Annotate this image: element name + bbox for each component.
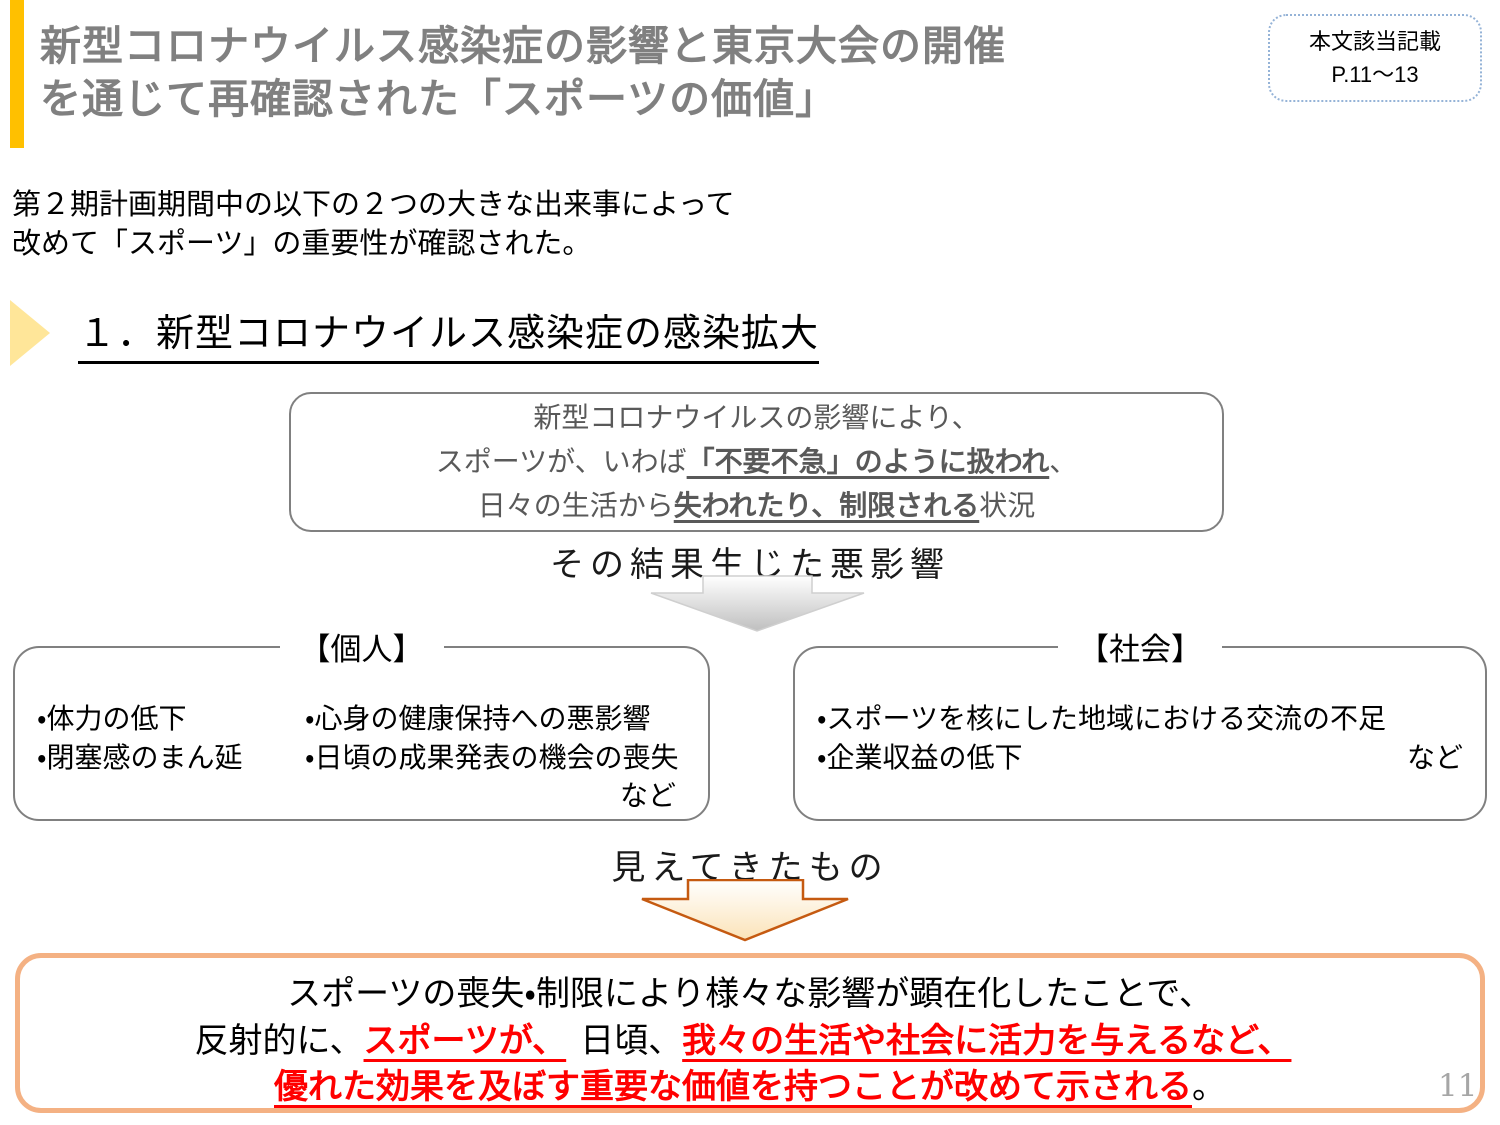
society-box-content: ・スポーツを核にした地域における交流の不足 ・企業収益の低下 など (817, 700, 1463, 777)
society-box-label: 【社会】 (1058, 624, 1222, 669)
individual-box-content: ・体力の低下 ・閉塞感のまん延 ・心身の健康保持への悪影響 ・日頃の成果発表の機… (37, 700, 686, 816)
individual-impacts-box: 【個人】 ・体力の低下 ・閉塞感のまん延 ・心身の健康保持への悪影響 ・日頃の成… (13, 624, 710, 821)
individual-columns: ・体力の低下 ・閉塞感のまん延 ・心身の健康保持への悪影響 ・日頃の成果発表の機… (37, 700, 686, 777)
individual-item: ・体力の低下 (37, 703, 187, 734)
individual-col1: ・体力の低下 ・閉塞感のまん延 (37, 700, 305, 777)
individual-col2: ・心身の健康保持への悪影響 ・日頃の成果発表の機会の喪失 (305, 700, 679, 777)
down-arrow-orange-icon (641, 879, 849, 942)
intro-text: 第２期計画期間中の以下の２つの大きな出来事によって 改めて「スポーツ」の重要性が… (12, 186, 735, 264)
conclusion-box: スポーツの喪失・制限により様々な影響が顕在化したことで、 反射的に、スポーツが、… (15, 953, 1485, 1113)
conclusion-line2: 反射的に、スポーツが、日頃、我々の生活や社会に活力を与えるなど、 (20, 1018, 1480, 1065)
impact-line3: 日々の生活から失われたり、制限される状況 (478, 484, 1036, 528)
intro-line1: 第２期計画期間中の以下の２つの大きな出来事によって (12, 189, 735, 221)
impact-line3-bold: 失われたり、制限される (673, 490, 980, 522)
reference-note-line1: 本文該当記載 (1308, 29, 1441, 54)
section1-heading-text: １．新型コロナウイルス感染症の感染拡大 (78, 302, 820, 364)
section1-heading: １．新型コロナウイルス感染症の感染拡大 (10, 300, 820, 366)
page-number: 11 (1438, 1068, 1478, 1104)
conclusion-line2-black1: 反射的に、 (194, 1021, 364, 1060)
conclusion-line1: スポーツの喪失・制限により様々な影響が顕在化したことで、 (287, 975, 1213, 1013)
conclusion-line3-black: 。 (1192, 1068, 1226, 1107)
society-etc: など (1406, 741, 1463, 773)
impact-line2-bold: 「不要不急」のように扱われ (686, 445, 1050, 477)
page-title: 新型コロナウイルス感染症の影響と東京大会の開催 を通じて再確認された「スポーツの… (40, 20, 1230, 127)
conclusion-line2-red1: スポーツが、 (363, 1021, 567, 1060)
impact-line2-pre: スポーツが、いわば (435, 445, 687, 477)
down-arrow-gray-icon (650, 575, 865, 632)
impact-line3-post: 状況 (979, 490, 1036, 522)
society-item: ・企業収益の低下 (817, 741, 1023, 773)
individual-item: ・心身の健康保持への悪影響 (305, 703, 651, 734)
impact-summary-box: 新型コロナウイルスの影響により、 スポーツが、いわば「不要不急」のように扱われ、… (289, 392, 1224, 532)
conclusion-line3: 優れた効果を及ぼす重要な価値を持つことが改めて示される。 (20, 1064, 1480, 1111)
page-title-line2: を通じて再確認された「スポーツの価値」 (40, 76, 838, 123)
individual-item: ・閉塞感のまん延 (37, 741, 243, 773)
conclusion-line2-black2: 日頃、 (580, 1021, 683, 1060)
impact-line2: スポーツが、いわば「不要不急」のように扱われ、 (436, 440, 1078, 484)
individual-item: ・日頃の成果発表の機会の喪失 (305, 741, 679, 773)
reference-note-box: 本文該当記載 P.11〜13 (1268, 14, 1482, 102)
individual-etc: など (619, 780, 676, 812)
title-accent-bar (10, 0, 24, 148)
reference-note-line2: P.11〜13 (1331, 62, 1419, 87)
conclusion-line3-red: 優れた効果を及ぼす重要な価値を持つことが改めて示される (274, 1068, 1192, 1107)
society-item: ・スポーツを核にした地域における交流の不足 (817, 703, 1386, 734)
impact-line2-post: 、 (1049, 445, 1078, 477)
conclusion-line2-red2: 我々の生活や社会に活力を与えるなど、 (682, 1021, 1292, 1060)
page-title-line1: 新型コロナウイルス感染症の影響と東京大会の開催 (40, 23, 1006, 69)
intro-line2: 改めて「スポーツ」の重要性が確認された。 (12, 228, 592, 261)
society-impacts-box: 【社会】 ・スポーツを核にした地域における交流の不足 ・企業収益の低下 など (793, 624, 1487, 821)
society-item-row: ・企業収益の低下 など (817, 739, 1463, 778)
individual-box-label: 【個人】 (279, 624, 444, 669)
impact-line3-pre: 日々の生活から (477, 490, 674, 522)
triangle-bullet-icon (10, 300, 50, 366)
impact-line1: 新型コロナウイルスの影響により、 (533, 401, 980, 433)
